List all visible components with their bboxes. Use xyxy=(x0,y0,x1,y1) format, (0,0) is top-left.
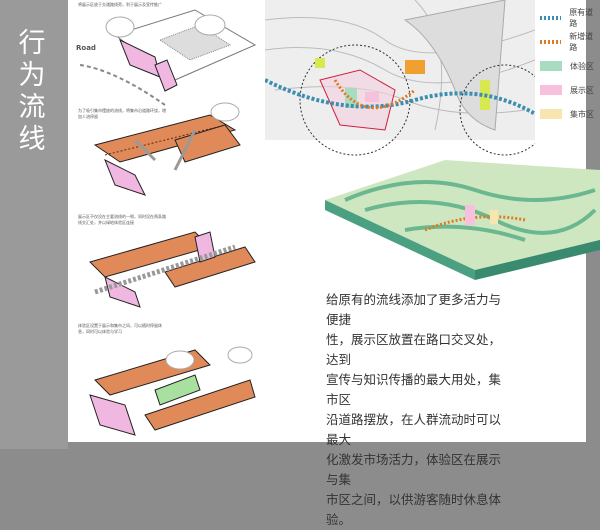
legend-label: 原有道路 xyxy=(569,8,594,28)
diagram-caption-2: 为了吸引集市摆放的流线，将集市沿道路环绕，增加人流停留 xyxy=(78,108,166,119)
exhibition-zone-swatch xyxy=(540,85,562,95)
legend-item: 体验区 xyxy=(540,56,600,76)
description-line: 市区之间，以供游客随时休息体验。 xyxy=(326,492,502,527)
diagram-caption-4: 体验区设置于展示和集市之间，可以随时停留休息，同时可以体验与学习 xyxy=(78,323,162,334)
legend-label: 体验区 xyxy=(570,61,594,71)
diagram-1 xyxy=(79,9,257,106)
diagram-2 xyxy=(93,102,241,196)
legend-item: 展示区 xyxy=(540,80,600,100)
site-map xyxy=(265,0,535,156)
description-line: 给原有的流线添加了更多活力与便捷 xyxy=(326,292,502,327)
experience-zone-swatch xyxy=(540,61,562,71)
sidebar: 行为流线 xyxy=(0,0,68,449)
diagram-caption-3: 展示区不仅设在主要流线的一侧，同时设在两条路线交汇处，并以绿地体验区连接 xyxy=(78,214,166,225)
description-line: 沿道路摆放，在人群流动时可以最大 xyxy=(326,412,502,447)
legend-item: 集市区 xyxy=(540,104,600,124)
existing-road-swatch xyxy=(540,16,562,20)
terrain-model xyxy=(325,160,600,280)
legend-label: 新增道路 xyxy=(569,32,594,52)
new-road-swatch xyxy=(540,40,562,44)
road-label: Road xyxy=(76,44,96,52)
section-title: 行为流线 xyxy=(18,28,46,155)
diagram-3 xyxy=(89,231,256,308)
description-paragraph: 给原有的流线添加了更多活力与便捷 性，展示区放置在路口交叉处，达到 宣传与知识传… xyxy=(326,290,511,530)
legend-item: 新增道路 xyxy=(540,32,600,52)
description-line: 宣传与知识传播的最大用处，集市区 xyxy=(326,372,502,407)
diagram-caption-1: 将展示区放于交通路线旁，利于展示及宣传推广 xyxy=(78,2,162,7)
legend-item: 原有道路 xyxy=(540,8,600,28)
legend: 原有道路 新增道路 体验区 展示区 集市区 xyxy=(540,8,600,128)
diagram-4 xyxy=(89,346,256,436)
description-line: 化激发市场活力，体验区在展示与集 xyxy=(326,452,502,487)
legend-label: 展示区 xyxy=(570,85,594,95)
description-line: 性，展示区放置在路口交叉处，达到 xyxy=(326,332,502,367)
market-zone-swatch xyxy=(540,109,562,119)
legend-label: 集市区 xyxy=(570,109,594,119)
